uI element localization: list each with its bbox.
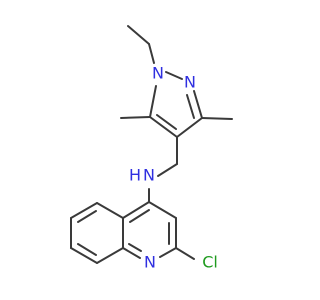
bond-n2-c3 — [193, 90, 203, 119]
bond-c7q-c8q — [70, 247, 98, 264]
bond-c4a-c4q — [122, 201, 150, 219]
bond-c5q-c6q-double — [77, 210, 97, 223]
chemical-structure-diagram: N N N H N Cl — [70, 25, 233, 272]
bond-c5-n1 — [149, 85, 157, 118]
atom-label-n2: N — [184, 73, 196, 92]
bond-c4a-c4q-double — [129, 209, 150, 223]
atom-label-cl: Cl — [202, 253, 218, 272]
bond-n2-c3-double — [186, 94, 195, 119]
bond-c3-methyl — [201, 117, 233, 120]
bond-c8q-c8a — [96, 247, 124, 264]
atom-label-n1: N — [152, 64, 164, 83]
bond-c3-c4 — [176, 117, 203, 138]
bond-c4-c5-double — [156, 114, 177, 130]
bond-ethyl-ch2-n1 — [148, 43, 155, 64]
bond-c4q-c3q — [148, 201, 177, 219]
bond-nq-c8a-double — [128, 243, 142, 252]
bond-c5q-c6q — [70, 202, 98, 219]
bond-c5-methyl — [120, 116, 151, 119]
bond-ch2-nh — [157, 163, 178, 177]
bond-n1-n2 — [165, 71, 183, 80]
bond-ethyl-ch3-ch2 — [127, 25, 150, 45]
bond-nq-c8a — [122, 247, 141, 259]
atom-label-n-quinoline: N — [144, 253, 156, 272]
bond-c4-c5 — [149, 116, 178, 138]
atom-label-nh-n: N — [143, 166, 155, 185]
atom-label-nh-h: H — [129, 166, 141, 185]
bond-c2q-nq — [159, 247, 177, 258]
bond-c7q-c8q-double — [77, 243, 97, 256]
bond-c2q-cl — [175, 247, 195, 260]
bond-c4a-c5q — [96, 202, 124, 219]
